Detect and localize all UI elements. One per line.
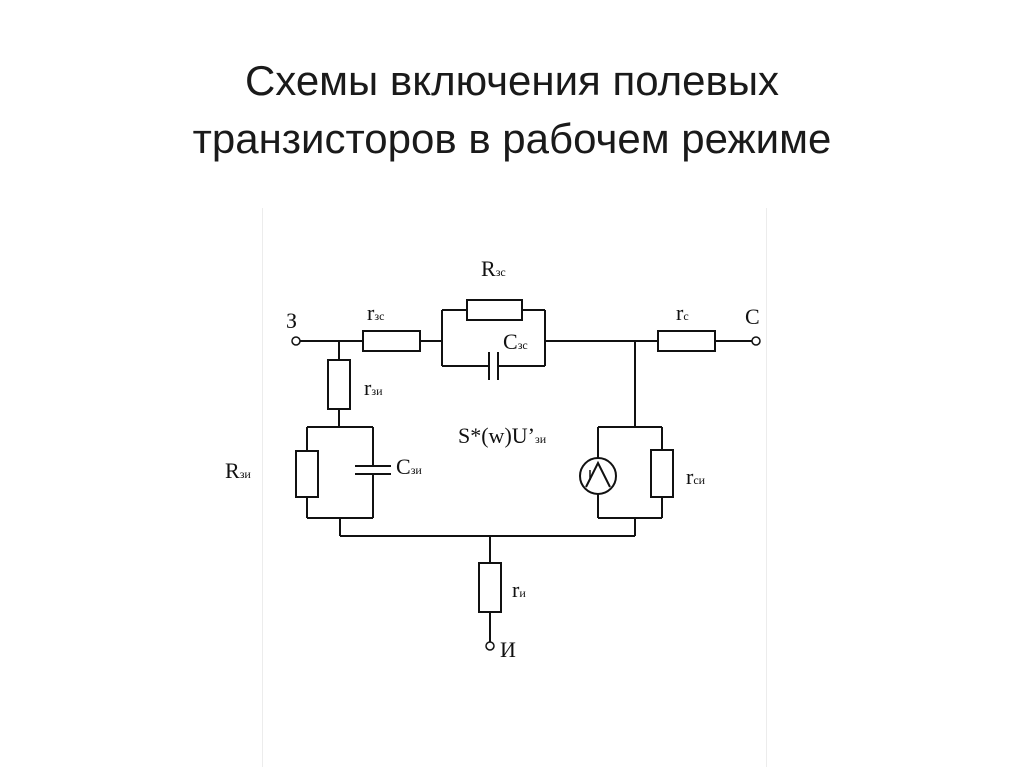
gate-terminal [291,336,301,346]
panel-edge-right [766,208,767,767]
resistor-r-i [478,562,502,613]
resistor-r-si [650,449,674,498]
drain-label: С [745,304,760,329]
source-label: И [500,637,516,662]
resistor-R-zs [466,299,523,321]
slide-title-line-2: транзисторов в рабочем режиме [192,115,832,162]
capacitor-C-zi [355,465,391,475]
slide-title-line-1: Схемы включения полевых [244,57,780,104]
slide-title: Схемы включения полевых транзисторов в р… [0,52,1024,168]
resistor-r-zi [327,359,351,410]
label-r-i: rи [512,577,526,602]
capacitor-C-zs [488,352,499,380]
label-r-zi: rзи [364,375,383,400]
resistor-r-zs [362,330,421,352]
label-C-zs: Cзс [503,329,528,354]
label-r-c: rс [676,300,689,325]
label-r-zs: rзс [367,300,384,325]
resistor-R-zi [295,450,319,498]
drain-terminal [751,336,761,346]
panel-edge-left [262,208,263,767]
circuit-wires [300,309,752,642]
label-C-zi: Cзи [396,454,422,479]
label-R-zs: Rзс [481,256,506,281]
source-terminal [485,641,495,651]
current-source-generator-icon [579,457,617,495]
resistor-r-c [657,330,716,352]
gate-label: З [286,308,297,333]
label-generator: S*(w)U’зи [458,423,547,448]
label-r-si: rси [686,464,706,489]
label-R-zi: Rзи [225,458,251,483]
